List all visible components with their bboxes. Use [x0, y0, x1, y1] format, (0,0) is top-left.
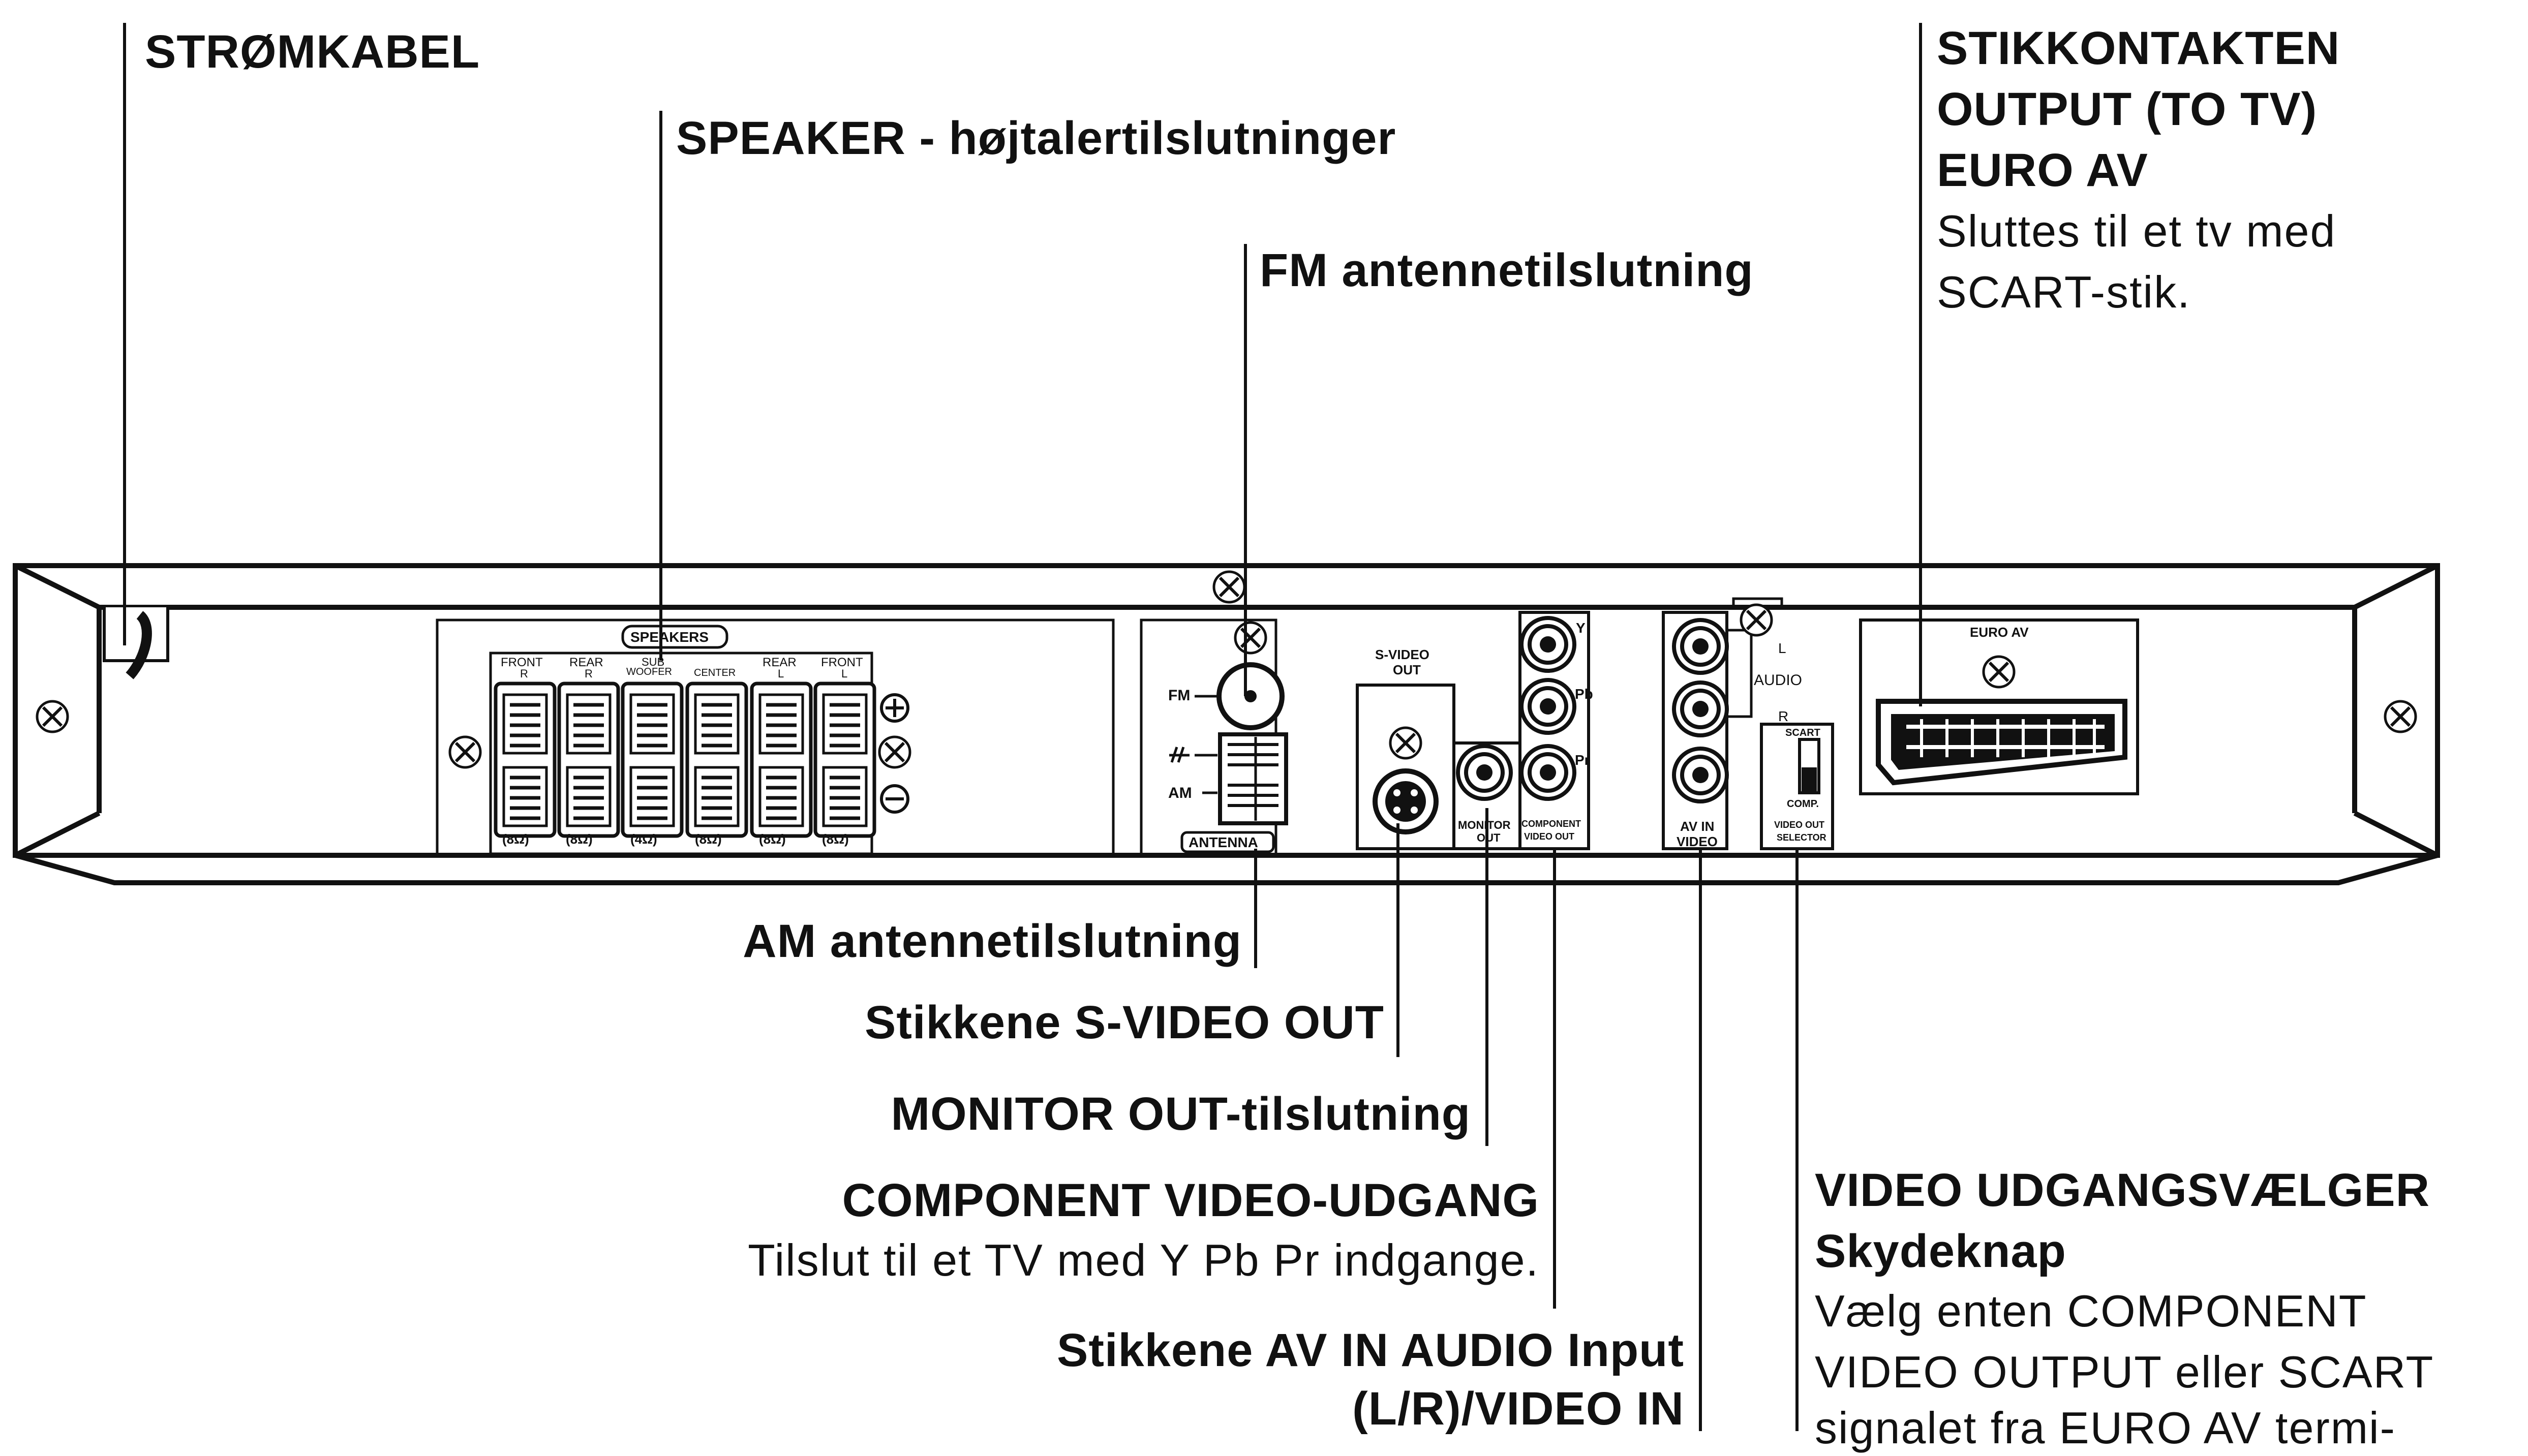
speakers-label: SPEAKERS: [630, 629, 709, 645]
video-selector-desc-1: Vælg enten COMPONENT: [1815, 1286, 2367, 1336]
video-out-selector-label-2: SELECTOR: [1777, 832, 1826, 843]
side-screw-right: [2385, 701, 2416, 732]
svideo-out-callout: Stikkene S-VIDEO OUT: [864, 997, 1384, 1048]
speaker-callout: SPEAKER - højtalertilslutninger: [676, 112, 1396, 164]
euro-av-title-1: STIKKONTAKTEN: [1937, 22, 2340, 74]
impedance-front-r: (8Ω): [502, 831, 529, 847]
euro-av-desc-1: Sluttes til et tv med: [1937, 206, 2336, 256]
chassis: [13, 563, 2440, 885]
audio-r-label: R: [1778, 708, 1789, 724]
rear-l-label-2: L: [778, 667, 784, 680]
euro-av-title-3: EURO AV: [1937, 144, 2148, 196]
fm-label: FM: [1168, 687, 1191, 704]
component-callout-title: COMPONENT VIDEO-UDGANG: [842, 1174, 1539, 1226]
component-out-label-2: VIDEO OUT: [1524, 831, 1575, 842]
euro-av-title-2: OUTPUT (TO TV): [1937, 83, 2318, 135]
am-label: AM: [1168, 785, 1192, 801]
front-l-label: FRONT: [821, 656, 863, 669]
sub-label: SUB: [642, 656, 665, 668]
rear-l-label: REAR: [763, 656, 797, 669]
am-antenna-callout: AM antennetilslutning: [743, 915, 1242, 967]
impedance-sub: (4Ω): [630, 831, 657, 847]
euro-av-desc-2: SCART-stik.: [1937, 267, 2191, 317]
top-screw: [1214, 572, 1244, 602]
video-selector-title-2: Skydeknap: [1815, 1225, 2066, 1277]
front-r-label-2: R: [520, 667, 528, 680]
video-selector-title-1: VIDEO UDGANGSVÆLGER: [1815, 1164, 2430, 1216]
monitor-out-label: MONITOR: [1458, 819, 1511, 831]
svideo-label: S-VIDEO: [1375, 647, 1429, 662]
video-selector-desc-2: VIDEO OUTPUT eller SCART: [1815, 1347, 2434, 1397]
audio-label: AUDIO: [1754, 672, 1803, 689]
video-section: [1356, 611, 1590, 850]
antenna-section: [1140, 618, 1288, 858]
scart-switch-label: SCART: [1785, 727, 1820, 738]
power-cord-hook: [103, 607, 169, 679]
pb-label: Pb: [1575, 686, 1593, 702]
monitor-out-label-2: OUT: [1477, 831, 1501, 844]
rear-r-label-2: R: [585, 667, 593, 680]
impedance-rear-r: (8Ω): [566, 831, 593, 847]
impedance-front-l: (8Ω): [822, 831, 849, 847]
impedance-center: (8Ω): [695, 831, 722, 847]
antenna-label: ANTENNA: [1189, 834, 1258, 850]
av-in-callout-1: Stikkene AV IN AUDIO Input: [1056, 1324, 1684, 1376]
impedance-rear-l: (8Ω): [759, 831, 786, 847]
comp-switch-label: COMP.: [1787, 798, 1819, 810]
component-out-label: COMPONENT: [1521, 819, 1581, 829]
av-in-callout-2: (L/R)/VIDEO IN: [1352, 1383, 1684, 1435]
av-in-label-2: VIDEO: [1677, 834, 1718, 849]
fm-antenna-callout: FM antennetilslutning: [1260, 244, 1754, 296]
front-l-label-2: L: [841, 667, 848, 680]
audio-l-label: L: [1778, 640, 1786, 656]
front-r-label: FRONT: [501, 656, 543, 669]
pr-label: Pr: [1575, 752, 1590, 768]
y-label: Y: [1576, 620, 1586, 636]
euro-av-section: [1859, 618, 2139, 795]
sub-label-2: WOOFER: [626, 666, 672, 677]
monitor-out-callout: MONITOR OUT-tilslutning: [891, 1088, 1471, 1140]
video-out-selector-label: VIDEO OUT: [1774, 820, 1825, 830]
speaker-section: [436, 618, 1115, 858]
leader-lines: [123, 23, 1922, 1431]
power-cord-callout: STRØMKABEL: [145, 26, 480, 78]
side-screw-left: [37, 701, 68, 732]
center-label: CENTER: [694, 667, 736, 678]
component-callout-desc: Tilslut til et TV med Y Pb Pr indgange.: [748, 1235, 1539, 1285]
rear-r-label: REAR: [569, 656, 603, 669]
av-in-label: AV IN: [1680, 819, 1715, 834]
svideo-label-2: OUT: [1393, 662, 1421, 677]
video-selector-desc-3: signalet fra EURO AV termi-: [1815, 1403, 2396, 1453]
euro-av-panel-label: EURO AV: [1970, 625, 2029, 640]
av-in-section: [1662, 597, 1783, 850]
